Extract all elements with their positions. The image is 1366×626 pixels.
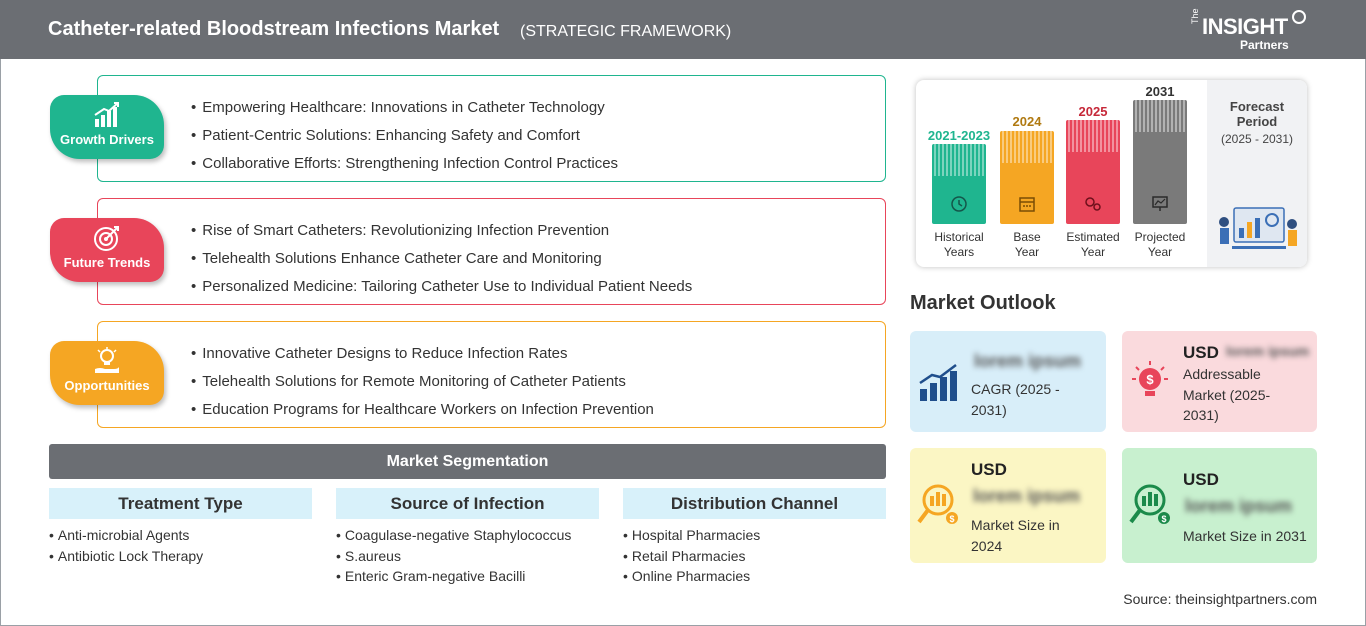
size-2031-value: lorem ipsum xyxy=(1185,496,1293,516)
list-item: Education Programs for Healthcare Worker… xyxy=(191,396,654,424)
bar-year-base: 2024 xyxy=(1012,114,1042,129)
growth-bars-icon xyxy=(919,364,957,401)
list-item: Telehealth Solutions Enhance Catheter Ca… xyxy=(191,245,692,273)
growth-chart-icon xyxy=(94,102,119,127)
svg-text:$: $ xyxy=(949,514,954,524)
money-search-icon: $ xyxy=(917,484,958,524)
target-icon xyxy=(94,226,119,251)
addressable-usd-label: USD xyxy=(1183,343,1219,362)
cagr-value: lorem ipsum xyxy=(974,351,1082,371)
svg-text:$: $ xyxy=(1146,372,1154,387)
growth-drivers-list: Empowering Healthcare: Innovations in Ca… xyxy=(191,94,618,178)
list-item: Rise of Smart Catheters: Revolutionizing… xyxy=(191,217,692,245)
idea-dollar-icon: $ xyxy=(1132,361,1168,396)
opportunities-label: Opportunities xyxy=(64,378,150,393)
segment-source-of-infection: Source of Infection Coagulase-negative S… xyxy=(336,488,599,587)
bar-base xyxy=(1000,131,1054,224)
page-subtitle: (STRATEGIC FRAMEWORK) xyxy=(520,23,732,40)
svg-text:$: $ xyxy=(1161,514,1166,524)
market-segmentation-header: Market Segmentation xyxy=(49,444,886,479)
future-trends-panel: Rise of Smart Catheters: Revolutionizing… xyxy=(97,198,886,305)
list-item: Enteric Gram-negative Bacilli xyxy=(336,566,599,587)
bar-projected xyxy=(1133,100,1187,224)
bar-year-projected: 2031 xyxy=(1145,84,1175,99)
list-item: Patient-Centric Solutions: Enhancing Saf… xyxy=(191,122,618,150)
future-trends-badge: Future Trends xyxy=(50,218,164,282)
list-item: Retail Pharmacies xyxy=(623,546,886,567)
future-trends-label: Future Trends xyxy=(63,255,151,270)
bar-estimated xyxy=(1066,120,1120,224)
insight-partners-logo: The INSIGHT Partners xyxy=(1190,8,1310,52)
list-item: Telehealth Solutions for Remote Monitori… xyxy=(191,368,654,396)
header-bar: Catheter-related Bloodstream Infections … xyxy=(0,0,1366,59)
forecast-period-title: Forecast Period xyxy=(1229,99,1285,129)
bar-year-estimated: 2025 xyxy=(1078,104,1108,119)
list-item: Coagulase-negative Staphylococcus xyxy=(336,525,599,546)
growth-drivers-badge: Growth Drivers xyxy=(50,95,164,159)
segment-header: Source of Infection xyxy=(336,488,599,519)
lightbulb-hand-icon xyxy=(95,347,119,373)
cagr-card: lorem ipsum CAGR (2025 -2031) xyxy=(910,331,1106,432)
market-outlook-title: Market Outlook xyxy=(910,292,1056,314)
money-search-icon: $ xyxy=(1129,484,1170,524)
size-2031-description: Market Size in 2031 xyxy=(1183,528,1307,544)
opportunities-badge: Opportunities xyxy=(50,341,164,405)
growth-drivers-label: Growth Drivers xyxy=(60,132,154,147)
growth-drivers-panel: Empowering Healthcare: Innovations in Ca… xyxy=(97,75,886,182)
gears-icon xyxy=(1085,197,1101,211)
analyst-dashboard-icon xyxy=(1219,207,1297,249)
list-item: Antibiotic Lock Therapy xyxy=(49,546,312,567)
future-trends-list: Rise of Smart Catheters: Revolutionizing… xyxy=(191,217,692,301)
timeline-card: Forecast Period (2025 - 2031) 2021-2023 … xyxy=(916,80,1307,267)
forecast-period-range: (2025 - 2031) xyxy=(1220,132,1294,146)
size-2024-value: lorem ipsum xyxy=(973,486,1081,506)
list-item: S.aureus xyxy=(336,546,599,567)
segment-treatment-type: Treatment Type Anti-microbial Agents Ant… xyxy=(49,488,312,566)
segment-header: Distribution Channel xyxy=(623,488,886,519)
calendar-icon xyxy=(1019,197,1035,212)
forecast-period-panel: Forecast Period (2025 - 2031) xyxy=(1207,80,1307,267)
segment-header: Treatment Type xyxy=(49,488,312,519)
list-item: Empowering Healthcare: Innovations in Ca… xyxy=(191,94,618,122)
list-item: Online Pharmacies xyxy=(623,566,886,587)
list-item: Innovative Catheter Designs to Reduce In… xyxy=(191,340,654,368)
history-clock-icon xyxy=(951,196,967,212)
page-title: Catheter-related Bloodstream Infections … xyxy=(48,18,500,40)
bar-historical xyxy=(932,144,986,224)
bar-year-historical: 2021-2023 xyxy=(927,128,991,143)
opportunities-list: Innovative Catheter Designs to Reduce In… xyxy=(191,340,654,424)
segment-distribution-channel: Distribution Channel Hospital Pharmacies… xyxy=(623,488,886,587)
size-2031-usd-label: USD xyxy=(1183,470,1219,489)
size-2024-usd-label: USD xyxy=(971,460,1007,479)
presentation-board-icon xyxy=(1152,196,1168,211)
list-item: Collaborative Efforts: Strengthening Inf… xyxy=(191,150,618,178)
opportunities-panel: Innovative Catheter Designs to Reduce In… xyxy=(97,321,886,428)
market-size-2031-card: $ USD lorem ipsum Market Size in 2031 xyxy=(1122,448,1317,563)
source-credit: Source: theinsightpartners.com xyxy=(1123,591,1317,607)
list-item: Anti-microbial Agents xyxy=(49,525,312,546)
list-item: Personalized Medicine: Tailoring Cathete… xyxy=(191,273,692,301)
cagr-description: CAGR (2025 -2031) xyxy=(971,381,1060,418)
addressable-value: lorem ipsum xyxy=(1226,343,1310,359)
list-item: Hospital Pharmacies xyxy=(623,525,886,546)
